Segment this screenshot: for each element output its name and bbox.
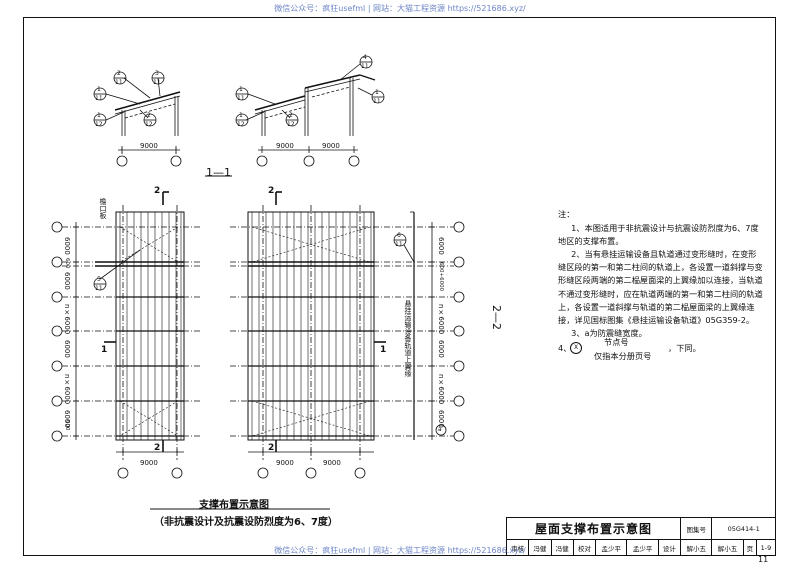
page-label: 页 [742,539,757,556]
tb-cell: 解小五 [680,539,713,556]
sheet-number: 11 [758,555,769,564]
dim-9000: 9000 [323,459,341,467]
atlas-number: 05G414-1 [711,517,776,540]
section-mark-2: 2 [268,186,275,196]
notes-heading: 注： [558,209,575,219]
note-2: 2、当有悬挂运输设备且轨道通过变形缝时，在变形缝区段的第一和第二柱间的轨道上，各… [558,249,763,325]
dim-n6000: n×6000 [63,304,71,335]
plan-right [230,191,465,479]
dim-6000: 6000 [437,237,445,255]
dim-6000: 6000 [63,410,71,428]
dim-6000: 6000 [437,340,445,358]
watermark-top: 微信公众号：疯狂usefml | 网站：大猫工程资源 https://52168… [274,4,526,13]
tb-cell: 孟少平 [595,539,628,556]
drawing-subcaption: （非抗震设计及抗震设防烈度为6、7度） [154,517,338,528]
bubble-top-text: 2 [147,112,151,119]
bubble-top-text: 1 [239,112,243,119]
bubble-top-text: 6 [397,232,401,239]
dim-6000: 6000 [63,237,71,255]
plan-left [62,191,200,479]
atlas-label: 图集号 [680,517,713,540]
tb-cell: 解小五 [711,539,744,556]
page-number-label: 仅指本分册页号 [594,350,652,361]
bubble-bot-text: 11 [395,241,403,248]
dim-n6000: n×6000 [437,374,445,405]
watermark-bottom: 微信公众号：疯狂usefml | 网站：大猫工程资源 https://52168… [274,546,526,555]
bubble-bot-text: 12 [287,121,295,128]
bubble-bot-text: 11 [95,95,103,102]
dim-6000: 6000 [63,272,71,290]
tb-cell: 设计 [657,539,682,556]
left-grid-bubbles [51,221,63,442]
bubble-top-text: 4 [363,54,367,61]
bubble-top-text: 5 [97,276,101,283]
bubble-top-text: 3 [155,70,159,77]
section-title-1-1: 1—1 [206,166,231,179]
dim-600: 600 [64,258,70,269]
bubble-bot-text: 11 [95,285,103,292]
bubble-top-text: 1 [239,86,243,93]
title-block: 屋面支撑布置示意图 图集号 05G414-1 审核 冯健 冯健 校对 孟少平 孟… [505,517,777,556]
drawing-title: 屋面支撑布置示意图 [505,517,682,540]
dim-9000: 9000 [140,142,158,150]
dim-9000: 9000 [276,142,294,150]
notes-block: 注： 1、本图适用于非抗震设计与抗震设防烈度为6、7度地区的支撑布置。 2、当有… [558,208,763,370]
dim-9000: 9000 [276,459,294,467]
section-mark-2: 2 [268,443,275,453]
section-mark-1: 1 [380,345,387,355]
tb-cell: 校对 [572,539,597,556]
note-3: 3、a为防震缝宽度。 [571,327,647,338]
page-number: 1-9 [755,539,777,556]
bubble-bot-text: 11 [373,98,381,105]
bubble-bot-text: 11 [153,79,161,86]
dim-9000: 9000 [322,142,340,150]
note-4-number: 4、 [558,342,572,353]
eave-plate-label: 檐口板 [99,198,107,219]
note-1: 1、本图适用于非抗震设计与抗震设防烈度为6、7度地区的支撑布置。 [558,223,759,247]
bubble-bot-text: 11 [237,95,245,102]
track-flange-label: 悬挂运输设备轨道上翼缘 [404,300,412,377]
bubble-bot-text: 11 [115,79,123,86]
bubble-top-text: 2 [117,70,121,77]
dim-6000: 6000 [63,340,71,358]
bubble-top-text: 2 [289,112,293,119]
drawing-frame [23,17,776,556]
dim-n6000: n×6000 [63,374,71,405]
dim-600: 600 [64,420,70,431]
dim-n6000: n×6000 [437,304,445,335]
bubble-bot-text: 12 [145,121,153,128]
detail-bubbles [93,55,447,436]
section-title-2-2: 2—2 [490,305,503,330]
dim-6000: 6000 [437,410,445,428]
node-symbol: X [570,341,582,354]
bubble-bot-text: 12 [237,121,245,128]
section-1-1-double-span [245,63,376,167]
seam-width-a: a [438,426,442,433]
note-4: 4、 X 节点号 ，下同。 仅指本分册页号 [558,337,763,370]
node-number-label: 节点号 [604,336,629,347]
bubble-top-text: 1 [97,112,101,119]
dim-600-6000: 600+6000 [438,262,444,292]
bubble-top-text: 1 [97,86,101,93]
section-mark-2: 2 [154,186,161,196]
bubble-bot-text: 11 [361,63,369,70]
bubble-bot-text: 12 [95,121,103,128]
note-4-tail: ，下同。 [668,342,701,353]
dim-9000: 9000 [140,459,158,467]
section-mark-1: 1 [101,345,108,355]
section-mark-2: 2 [154,443,161,453]
section-1-1-single-span [105,77,182,167]
drawing-caption: 支撑布置示意图 [199,500,269,511]
bubble-top-text: 1 [375,89,379,96]
